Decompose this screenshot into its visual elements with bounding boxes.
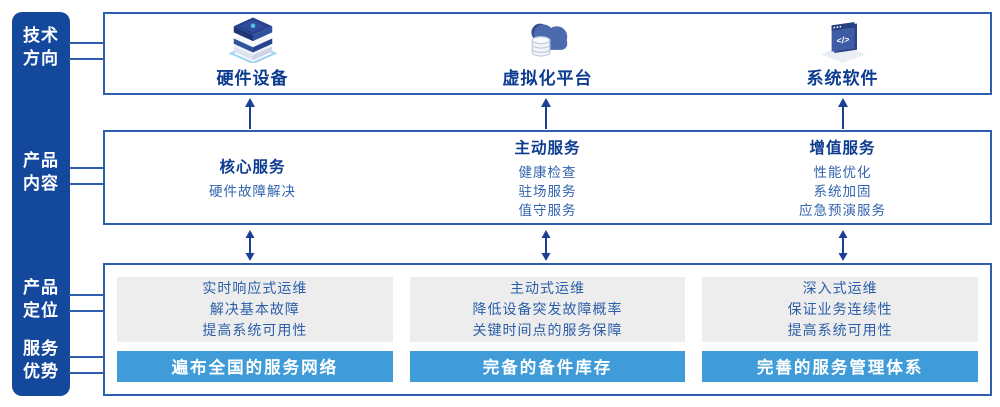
sidebar: 技术 方向 产品 内容 产品 定位 服务 优势: [12, 12, 70, 396]
connector-line: [69, 183, 103, 185]
position-line: 提高系统可用性: [787, 321, 893, 338]
arrow-up-down-icon: [245, 230, 255, 261]
service-group-core: 核心服务 硬件故障解决: [105, 132, 400, 223]
position-column-proactive: 主动式运维 降低设备突发故障概率 关键时间点的服务保障 完备的备件库存: [409, 277, 686, 382]
connector-line: [69, 167, 103, 169]
tech-direction-box: 硬件设备 虚拟化平台: [103, 12, 992, 95]
sidebar-label-product-content: 产品 内容: [12, 149, 70, 195]
service-group-active: 主动服务 健康检查 驻场服务 值守服务: [400, 132, 695, 223]
position-column-indepth: 深入式运维 保证业务连续性 提高系统可用性 完善的服务管理体系: [702, 277, 979, 382]
position-column-realtime: 实时响应式运维 解决基本故障 提高系统可用性 遍布全国的服务网络: [117, 277, 393, 382]
service-group-title: 增值服务: [809, 139, 876, 157]
arrow-up-down-icon: [838, 230, 848, 261]
position-line: 关键时间点的服务保障: [472, 321, 623, 338]
sidebar-label-tech-direction: 技术 方向: [12, 24, 70, 70]
tech-label-virtualization: 虚拟化平台: [502, 69, 593, 88]
position-line: 实时响应式运维: [202, 279, 308, 296]
arrow-up-icon: [838, 98, 848, 129]
position-line: 降低设备突发故障概率: [472, 300, 623, 317]
product-content-box: 核心服务 硬件故障解决 主动服务 健康检查 驻场服务 值守服务 增值服务 性能优…: [103, 130, 992, 225]
service-group-title: 核心服务: [219, 158, 286, 176]
service-item: 硬件故障解决: [209, 183, 296, 199]
service-item: 系统加固: [813, 183, 872, 199]
cloud-database-icon: [530, 23, 567, 57]
sidebar-label-service-advantage: 服务 优势: [12, 337, 70, 383]
arrow-up-icon: [245, 98, 255, 129]
service-group-value-added: 增值服务 性能优化 系统加固 应急预演服务: [695, 132, 990, 223]
position-panel: 主动式运维 降低设备突发故障概率 关键时间点的服务保障: [409, 277, 686, 342]
advantage-banner: 完备的备件库存: [409, 350, 686, 382]
server-stack-icon: [228, 17, 277, 63]
sidebar-label-line: 优势: [23, 362, 59, 381]
connector-line: [69, 372, 103, 374]
connector-line: [69, 294, 103, 296]
sidebar-label-line: 产品: [23, 151, 59, 170]
arrow-up-down-icon: [541, 230, 551, 261]
advantage-banner: 完善的服务管理体系: [702, 350, 979, 382]
position-panel: 深入式运维 保证业务连续性 提高系统可用性: [702, 277, 979, 342]
sidebar-label-line: 产品: [23, 278, 59, 297]
code-window-icon: </>: [819, 22, 866, 63]
sidebar-label-product-position: 产品 定位: [12, 276, 70, 322]
arrow-up-icon: [541, 98, 551, 129]
tech-label-hardware: 硬件设备: [216, 69, 289, 88]
position-line: 深入式运维: [802, 279, 878, 296]
tech-cell-software: </> 系统软件: [695, 14, 990, 93]
sidebar-label-line: 定位: [23, 301, 59, 320]
service-item: 驻场服务: [518, 183, 577, 199]
connector-line: [69, 310, 103, 312]
position-line: 解决基本故障: [209, 300, 300, 317]
service-item: 应急预演服务: [799, 202, 886, 218]
tech-cell-hardware: 硬件设备: [105, 14, 400, 93]
tech-cell-virtualization: 虚拟化平台: [400, 14, 695, 93]
position-line: 主动式运维: [510, 279, 585, 296]
sidebar-label-line: 服务: [23, 339, 59, 358]
svg-text:</>: </>: [836, 34, 849, 46]
service-group-title: 主动服务: [514, 139, 581, 157]
service-item: 值守服务: [518, 202, 577, 218]
sidebar-label-line: 内容: [23, 174, 59, 193]
position-line: 保证业务连续性: [787, 300, 893, 317]
tech-label-software: 系统软件: [806, 69, 879, 88]
advantage-banner: 遍布全国的服务网络: [117, 350, 393, 382]
service-item: 性能优化: [813, 164, 872, 180]
sidebar-label-line: 方向: [23, 49, 59, 68]
position-line: 提高系统可用性: [202, 321, 308, 338]
sidebar-label-line: 技术: [23, 26, 59, 45]
service-item: 健康检查: [518, 164, 577, 180]
position-panel: 实时响应式运维 解决基本故障 提高系统可用性: [117, 277, 393, 342]
connector-line: [69, 356, 103, 358]
connector-line: [69, 58, 103, 60]
connector-line: [69, 42, 103, 44]
product-position-box: 实时响应式运维 解决基本故障 提高系统可用性 遍布全国的服务网络 主动式运维 降…: [103, 263, 992, 396]
